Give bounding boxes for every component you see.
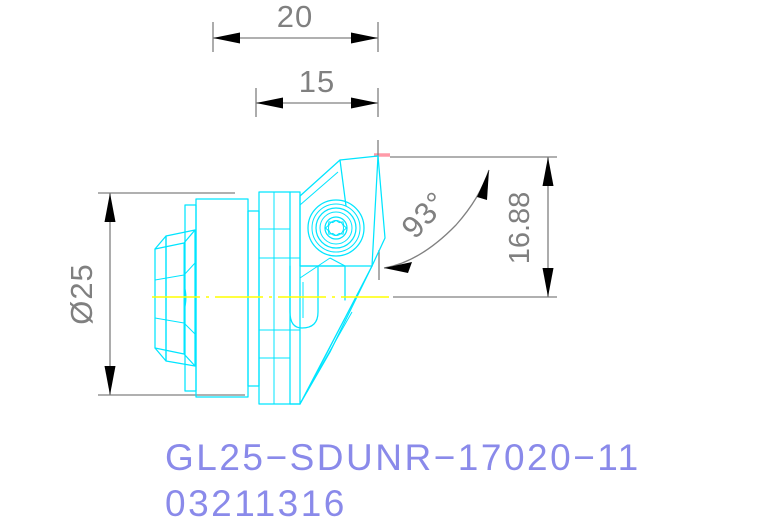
arrow-top-h (542, 157, 554, 186)
dimension-value-h: 16.88 (504, 192, 536, 265)
dimension-value-15: 15 (299, 64, 335, 99)
insert-seat-geometry (289, 257, 346, 329)
dimension-value-d25: Ø25 (64, 263, 99, 325)
arrow-top-d25 (104, 193, 116, 222)
order-code-label: 03211316 (165, 483, 347, 523)
dimension-length-20: 20 (212, 0, 379, 52)
cartridge-head-geometry (299, 155, 386, 267)
arrow-left-20 (213, 32, 240, 44)
dimension-diameter-25: Ø25 (64, 192, 245, 396)
arrow-right-20 (351, 32, 378, 44)
part-number-label: GL25−SDUNR−17020−11 (165, 437, 641, 478)
flange-collar-geometry (184, 198, 260, 398)
dimension-angle-93: 93° (378, 169, 490, 280)
arrow-right-15 (351, 97, 378, 109)
arrow-bottom-d25 (104, 366, 116, 395)
arrow-arc-start-93 (384, 262, 412, 273)
arrow-bottom-h (542, 268, 554, 297)
dimension-value-20: 20 (277, 0, 313, 34)
dimension-length-15: 15 (255, 64, 379, 117)
shank-nut-geometry (154, 229, 196, 367)
dimension-height-16-88: 16.88 (390, 156, 557, 298)
torx-socket-icon (324, 219, 348, 237)
clamp-screw-geometry (307, 199, 365, 257)
arrow-arc-end-93 (477, 170, 489, 200)
arrow-left-15 (256, 97, 283, 109)
head-block-geometry (258, 191, 301, 405)
tool-holder-geometry (154, 155, 386, 405)
lower-flank-geometry (289, 265, 373, 405)
